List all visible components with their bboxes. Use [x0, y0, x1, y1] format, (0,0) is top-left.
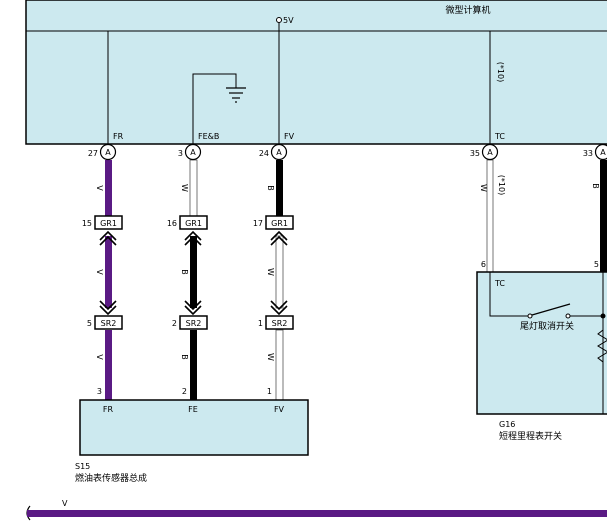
wire-5-color-code: B: [591, 183, 600, 189]
wire-2-color-code-b: B: [180, 269, 189, 275]
ecu-pin-tc: TC: [494, 132, 505, 141]
svg-text:A: A: [105, 148, 111, 157]
junction-gr1-1: GR1: [94, 215, 123, 230]
sensor-name: 燃油表传感器总成: [75, 472, 147, 484]
sensor-pin-num-3: 1: [267, 387, 272, 396]
switch-blade: [531, 303, 571, 316]
wire-2-upper: [189, 159, 198, 217]
ecu-box: [25, 0, 607, 145]
ecu-pin-num-4: 35: [470, 149, 480, 158]
svg-text:SR2: SR2: [101, 319, 117, 328]
ground-wire: [192, 73, 237, 144]
sensor-box: [79, 399, 309, 456]
svg-text:SR2: SR2: [272, 319, 288, 328]
switch-contact-right: [565, 313, 571, 319]
ecu-title: 微型计算机: [445, 4, 490, 16]
wire-1-color-code-a: V: [95, 185, 104, 191]
svg-text:A: A: [487, 148, 493, 157]
chevron-down-icon: [99, 300, 288, 316]
chevron-up-icon: [99, 230, 288, 246]
supply-label: 5V: [283, 16, 294, 25]
wire-1-upper: [105, 160, 112, 216]
junction-gr1-num-3: 17: [253, 219, 263, 228]
junction-gr1-3: GR1: [265, 215, 294, 230]
switch-pin-num-5: 5: [594, 260, 599, 269]
ecu-pin-fv: FV: [284, 132, 295, 141]
ecu-pin-num-3: 24: [259, 149, 269, 158]
svg-text:SR2: SR2: [186, 319, 202, 328]
sensor-id: S15: [75, 462, 90, 471]
sensor-pin-num-1: 3: [97, 387, 102, 396]
junction-sr2-num-3: 1: [258, 319, 263, 328]
wire-4: [486, 159, 494, 273]
wire-2-lower: [190, 330, 197, 400]
wire-2-color-code-c: B: [180, 354, 189, 360]
ecu-pin-fr: FR: [113, 132, 124, 141]
ecu-connector-a-4: A: [481, 143, 499, 161]
svg-text:A: A: [600, 148, 606, 157]
wire-3-middle: [275, 235, 284, 309]
wire-3-lower: [275, 329, 284, 401]
wire-3-color-code-b: W: [266, 268, 275, 276]
junction-sr2-2: SR2: [179, 315, 208, 330]
wire-5: [600, 160, 607, 272]
svg-text:GR1: GR1: [100, 219, 117, 228]
junction-sr2-1: SR2: [94, 315, 123, 330]
wire-3-upper: [276, 160, 283, 216]
svg-text:GR1: GR1: [185, 219, 202, 228]
ecu-connector-a-1: A: [99, 143, 117, 161]
switch-contact-left: [527, 313, 533, 319]
junction-sr2-num-2: 2: [172, 319, 177, 328]
ecu-annotation-top: (*10): [496, 62, 505, 82]
ecu-pin-num-5: 33: [583, 149, 593, 158]
wire-2-color-code-a: W: [180, 184, 189, 192]
wire-1-lower: [105, 330, 112, 400]
ecu-connector-a-5: A: [594, 143, 607, 161]
wire-3-color-code-a: B: [266, 185, 275, 191]
svg-text:GR1: GR1: [271, 219, 288, 228]
wire-1-middle: [105, 236, 112, 308]
sensor-pin-fv: FV: [274, 405, 285, 414]
supply-node: [276, 17, 282, 23]
bottom-bus-label: V: [62, 499, 68, 508]
junction-gr1-num-1: 15: [82, 219, 92, 228]
svg-text:A: A: [276, 148, 282, 157]
junction-gr1-2: GR1: [179, 215, 208, 230]
switch-box: [476, 271, 607, 415]
ground-icon: [226, 87, 246, 103]
switch-internal-wire-left: [489, 272, 528, 317]
switch-id: G16: [499, 420, 515, 429]
bottom-bus: [27, 510, 607, 517]
wire-1-color-code-b: V: [95, 269, 104, 275]
ecu-connector-a-2: A: [184, 143, 202, 161]
svg-text:A: A: [190, 148, 196, 157]
switch-pin-tc: TC: [494, 279, 505, 288]
switch-pin-num-6: 6: [481, 260, 486, 269]
switch-name: 短程里程表开关: [499, 430, 562, 442]
wire-4-color-code: W: [479, 184, 488, 192]
sensor-pin-fe: FE: [188, 405, 198, 414]
sensor-pin-num-2: 2: [182, 387, 187, 396]
ecu-pin-num-1: 27: [88, 149, 98, 158]
sensor-pin-fr: FR: [103, 405, 114, 414]
wire-3-color-code-c: W: [266, 353, 275, 361]
junction-sr2-3: SR2: [265, 315, 294, 330]
ecu-pin-num-2: 3: [178, 149, 183, 158]
resistor-icon: [597, 329, 607, 363]
wire-4-annotation: (*10): [497, 175, 506, 195]
switch-contact-label: 尾灯取消开关: [520, 320, 574, 332]
junction-sr2-num-1: 5: [87, 319, 92, 328]
wire-2-middle: [190, 236, 197, 308]
junction-gr1-num-2: 16: [167, 219, 177, 228]
ecu-connector-a-3: A: [270, 143, 288, 161]
ecu-pin-feb: FE&B: [198, 132, 219, 141]
wire-1-color-code-c: V: [95, 354, 104, 360]
